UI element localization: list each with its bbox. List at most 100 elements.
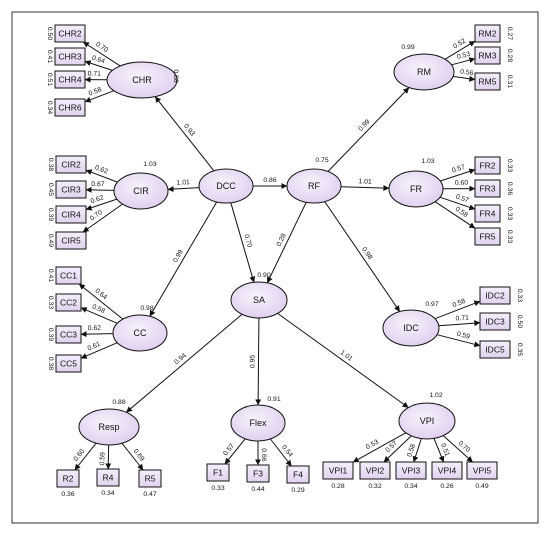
- variance-idc2: 0.33: [516, 289, 523, 302]
- variance-fr3: 0.36: [506, 182, 513, 195]
- latent-label-flex: Flex: [249, 418, 267, 428]
- indicator-label-f4: F4: [293, 470, 303, 480]
- variance-chr4: 0.51: [46, 73, 53, 86]
- r2-cir: 1.03: [143, 161, 156, 168]
- indicator-box-idc3: [479, 312, 511, 331]
- loading-arrow-rm3: [451, 57, 476, 66]
- indicator-box-cir4: [55, 205, 87, 224]
- loading-arrow-chr3: [84, 60, 113, 71]
- variance-rm5: 0.31: [506, 75, 513, 88]
- path-coef-dcc-cir: 1.01: [176, 179, 190, 187]
- variance-chr3: 0.41: [46, 50, 53, 63]
- loading-coef-f3: 0.66: [260, 448, 267, 461]
- latent-node-fr: [388, 170, 444, 208]
- indicator-label-cc1: CC1: [60, 271, 77, 281]
- indicator-label-idc2: IDC2: [485, 291, 505, 301]
- path-dcc-to-sa: [230, 202, 256, 283]
- loading-coef-cc2: 0.58: [91, 303, 106, 315]
- loading-arrow-vpi4: [433, 438, 445, 463]
- indicator-label-cir5: CIR5: [61, 236, 81, 246]
- indicator-box-cc2: [55, 293, 82, 312]
- loading-arrow-idc5: [436, 334, 481, 348]
- loading-coef-rm5: 0.56: [460, 68, 474, 77]
- loading-arrow-fr4: [439, 196, 476, 211]
- indicator-box-vpi2: [359, 461, 391, 480]
- latent-label-sa: SA: [253, 295, 265, 305]
- loading-coef-vpi4: 0.51: [439, 443, 451, 458]
- variance-cir5: 0.49: [47, 234, 54, 247]
- indicator-box-rm5: [474, 72, 501, 91]
- latent-label-rf: RF: [308, 181, 320, 191]
- loading-coef-vpi3: 0.58: [406, 443, 417, 458]
- loading-arrow-chr2: [82, 41, 121, 67]
- variance-idc5: 0.35: [516, 343, 523, 356]
- path-sa-to-resp: [125, 313, 243, 413]
- variance-r4: 0.34: [101, 490, 114, 497]
- indicator-label-r2: R2: [63, 474, 74, 484]
- variance-chr6: 0.34: [46, 101, 53, 114]
- path-rf-to-sa: [266, 202, 307, 284]
- path-sa-to-vpi: [277, 312, 409, 409]
- variance-r2: 0.36: [61, 491, 74, 498]
- indicator-label-chr4: CHR4: [58, 75, 81, 85]
- loading-arrow-cir3: [85, 186, 115, 193]
- loading-arrow-f1: [224, 438, 246, 465]
- loading-arrow-vpi2: [383, 435, 412, 463]
- indicator-box-cir2: [55, 155, 87, 174]
- loading-arrow-cc5: [80, 342, 118, 359]
- indicator-box-cc3: [55, 325, 82, 344]
- variance-vpi4: 0.26: [440, 483, 453, 490]
- indicator-box-fr4: [474, 204, 501, 223]
- loading-coef-cc3: 0.62: [88, 325, 102, 332]
- r2-rf: 0.75: [315, 157, 328, 164]
- variance-cir3: 0.45: [47, 183, 54, 196]
- loading-arrow-cc3: [80, 331, 114, 338]
- loading-arrow-cc2: [80, 307, 118, 324]
- indicator-box-rm2: [474, 24, 501, 43]
- indicator-box-chr4: [54, 70, 86, 89]
- loading-arrow-vpi1: [352, 432, 407, 463]
- indicator-box-vpi1: [322, 461, 354, 480]
- r2-idc: 0.97: [425, 301, 438, 308]
- indicator-box-idc5: [479, 340, 511, 359]
- indicator-label-rm3: RM3: [479, 51, 497, 61]
- variance-cc1: 0.41: [47, 269, 54, 282]
- variance-f4: 0.29: [291, 487, 304, 494]
- r2-cc: 0.98: [140, 305, 153, 312]
- variance-r5: 0.47: [143, 491, 156, 498]
- variance-vpi2: 0.32: [368, 483, 381, 490]
- r2-sa: 0.90: [257, 272, 270, 279]
- latent-node-rm: [393, 53, 455, 91]
- indicator-label-chr2: CHR2: [58, 29, 81, 39]
- loading-arrow-vpi3: [412, 438, 422, 463]
- loading-arrow-rm2: [444, 40, 476, 60]
- indicator-label-cc5: CC5: [60, 359, 77, 369]
- loading-arrow-cir5: [82, 203, 123, 233]
- loading-coef-chr6: 0.58: [88, 86, 103, 97]
- r2-vpi: 1.02: [429, 392, 442, 399]
- variance-rm2: 0.27: [506, 27, 513, 40]
- variance-cir2: 0.38: [47, 158, 54, 171]
- loading-arrow-fr5: [434, 201, 476, 229]
- loading-arrow-chr6: [84, 90, 115, 103]
- indicator-label-cc2: CC2: [60, 298, 77, 308]
- loading-coef-idc5: 0.59: [456, 331, 471, 341]
- indicator-box-r5: [138, 469, 162, 488]
- path-rf-to-fr: [340, 185, 390, 192]
- loading-arrow-f4: [270, 438, 292, 467]
- latent-label-chr: CHR: [132, 75, 152, 85]
- indicator-label-vpi1: VPI1: [329, 466, 348, 476]
- indicator-label-vpi5: VPI5: [473, 466, 492, 476]
- loading-arrow-rm5: [453, 75, 476, 82]
- indicator-label-idc5: IDC5: [485, 345, 505, 355]
- variance-f1: 0.33: [211, 485, 224, 492]
- variance-fr5: 0.33: [506, 230, 513, 243]
- indicator-box-r4: [96, 468, 120, 487]
- indicator-box-fr2: [474, 156, 501, 175]
- latent-label-idc: IDC: [403, 323, 419, 333]
- variance-cc2: 0.33: [47, 296, 54, 309]
- indicator-label-chr3: CHR3: [58, 52, 81, 62]
- latent-label-cir: CIR: [133, 186, 149, 196]
- indicator-box-cc1: [55, 266, 82, 285]
- indicator-box-idc2: [479, 286, 511, 305]
